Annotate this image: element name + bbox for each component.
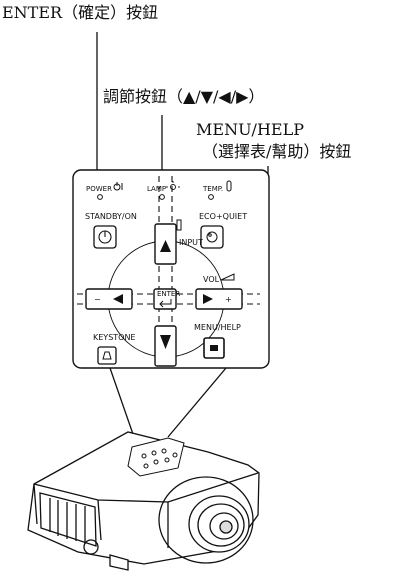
temp-led <box>208 194 214 200</box>
vent-slots <box>49 498 86 544</box>
projector-lens <box>158 476 254 564</box>
vol-label: VOL <box>203 275 220 284</box>
power-led <box>97 194 103 200</box>
left-button[interactable] <box>85 288 133 310</box>
eco-icon <box>206 231 218 243</box>
standby-label: STANDBY/ON <box>85 212 137 221</box>
input-label: INPUT <box>179 238 203 247</box>
volume-icon <box>220 273 235 281</box>
menu-callout-label-line1: MENU/HELP <box>196 120 304 139</box>
ir-sensor <box>83 539 99 555</box>
right-button[interactable] <box>195 288 243 310</box>
input-icon <box>176 219 182 231</box>
lamp-indicator-label: LAMP <box>147 185 166 193</box>
keystone-button[interactable] <box>97 346 117 365</box>
eco-label: ECO+QUIET <box>199 212 247 221</box>
menu-help-label: MENU/HELP <box>194 323 241 332</box>
power-icon <box>113 182 123 191</box>
temp-indicator-label: TEMP. <box>202 185 223 193</box>
left-arrow-icon <box>113 294 123 304</box>
thermometer-icon <box>226 180 232 192</box>
projector-top-panel <box>127 437 185 477</box>
control-panel <box>72 169 270 369</box>
enter-key-label: ENTER <box>157 290 180 298</box>
plus-label: + <box>225 295 232 304</box>
adjust-foot <box>109 554 129 571</box>
enter-icon <box>159 299 172 308</box>
enter-callout-label: ENTER（確定）按鈕 <box>2 3 159 22</box>
menu-callout-label-line2: （選擇表/幫助）按鈕 <box>202 142 352 161</box>
menu-icon <box>210 345 218 351</box>
lamp-icon <box>166 181 180 190</box>
standby-icon <box>98 230 112 244</box>
down-arrow-icon <box>160 335 171 349</box>
indicator-row: POWER LAMP TEMP. <box>86 180 232 200</box>
zoom-lines <box>109 367 227 438</box>
eco-quiet-button[interactable] <box>200 225 224 249</box>
arrow-buttons-callout-label: 調節按鈕（▲/▼/◀/▶） <box>103 87 265 106</box>
keystone-icon <box>102 351 112 360</box>
right-arrow-icon <box>203 294 213 304</box>
keystone-label: KEYSTONE <box>93 333 136 342</box>
power-indicator-label: POWER <box>86 185 112 193</box>
minus-label: − <box>94 295 101 304</box>
vent-panel <box>39 492 97 547</box>
up-arrow-icon <box>160 240 171 252</box>
lamp-led <box>159 194 165 200</box>
